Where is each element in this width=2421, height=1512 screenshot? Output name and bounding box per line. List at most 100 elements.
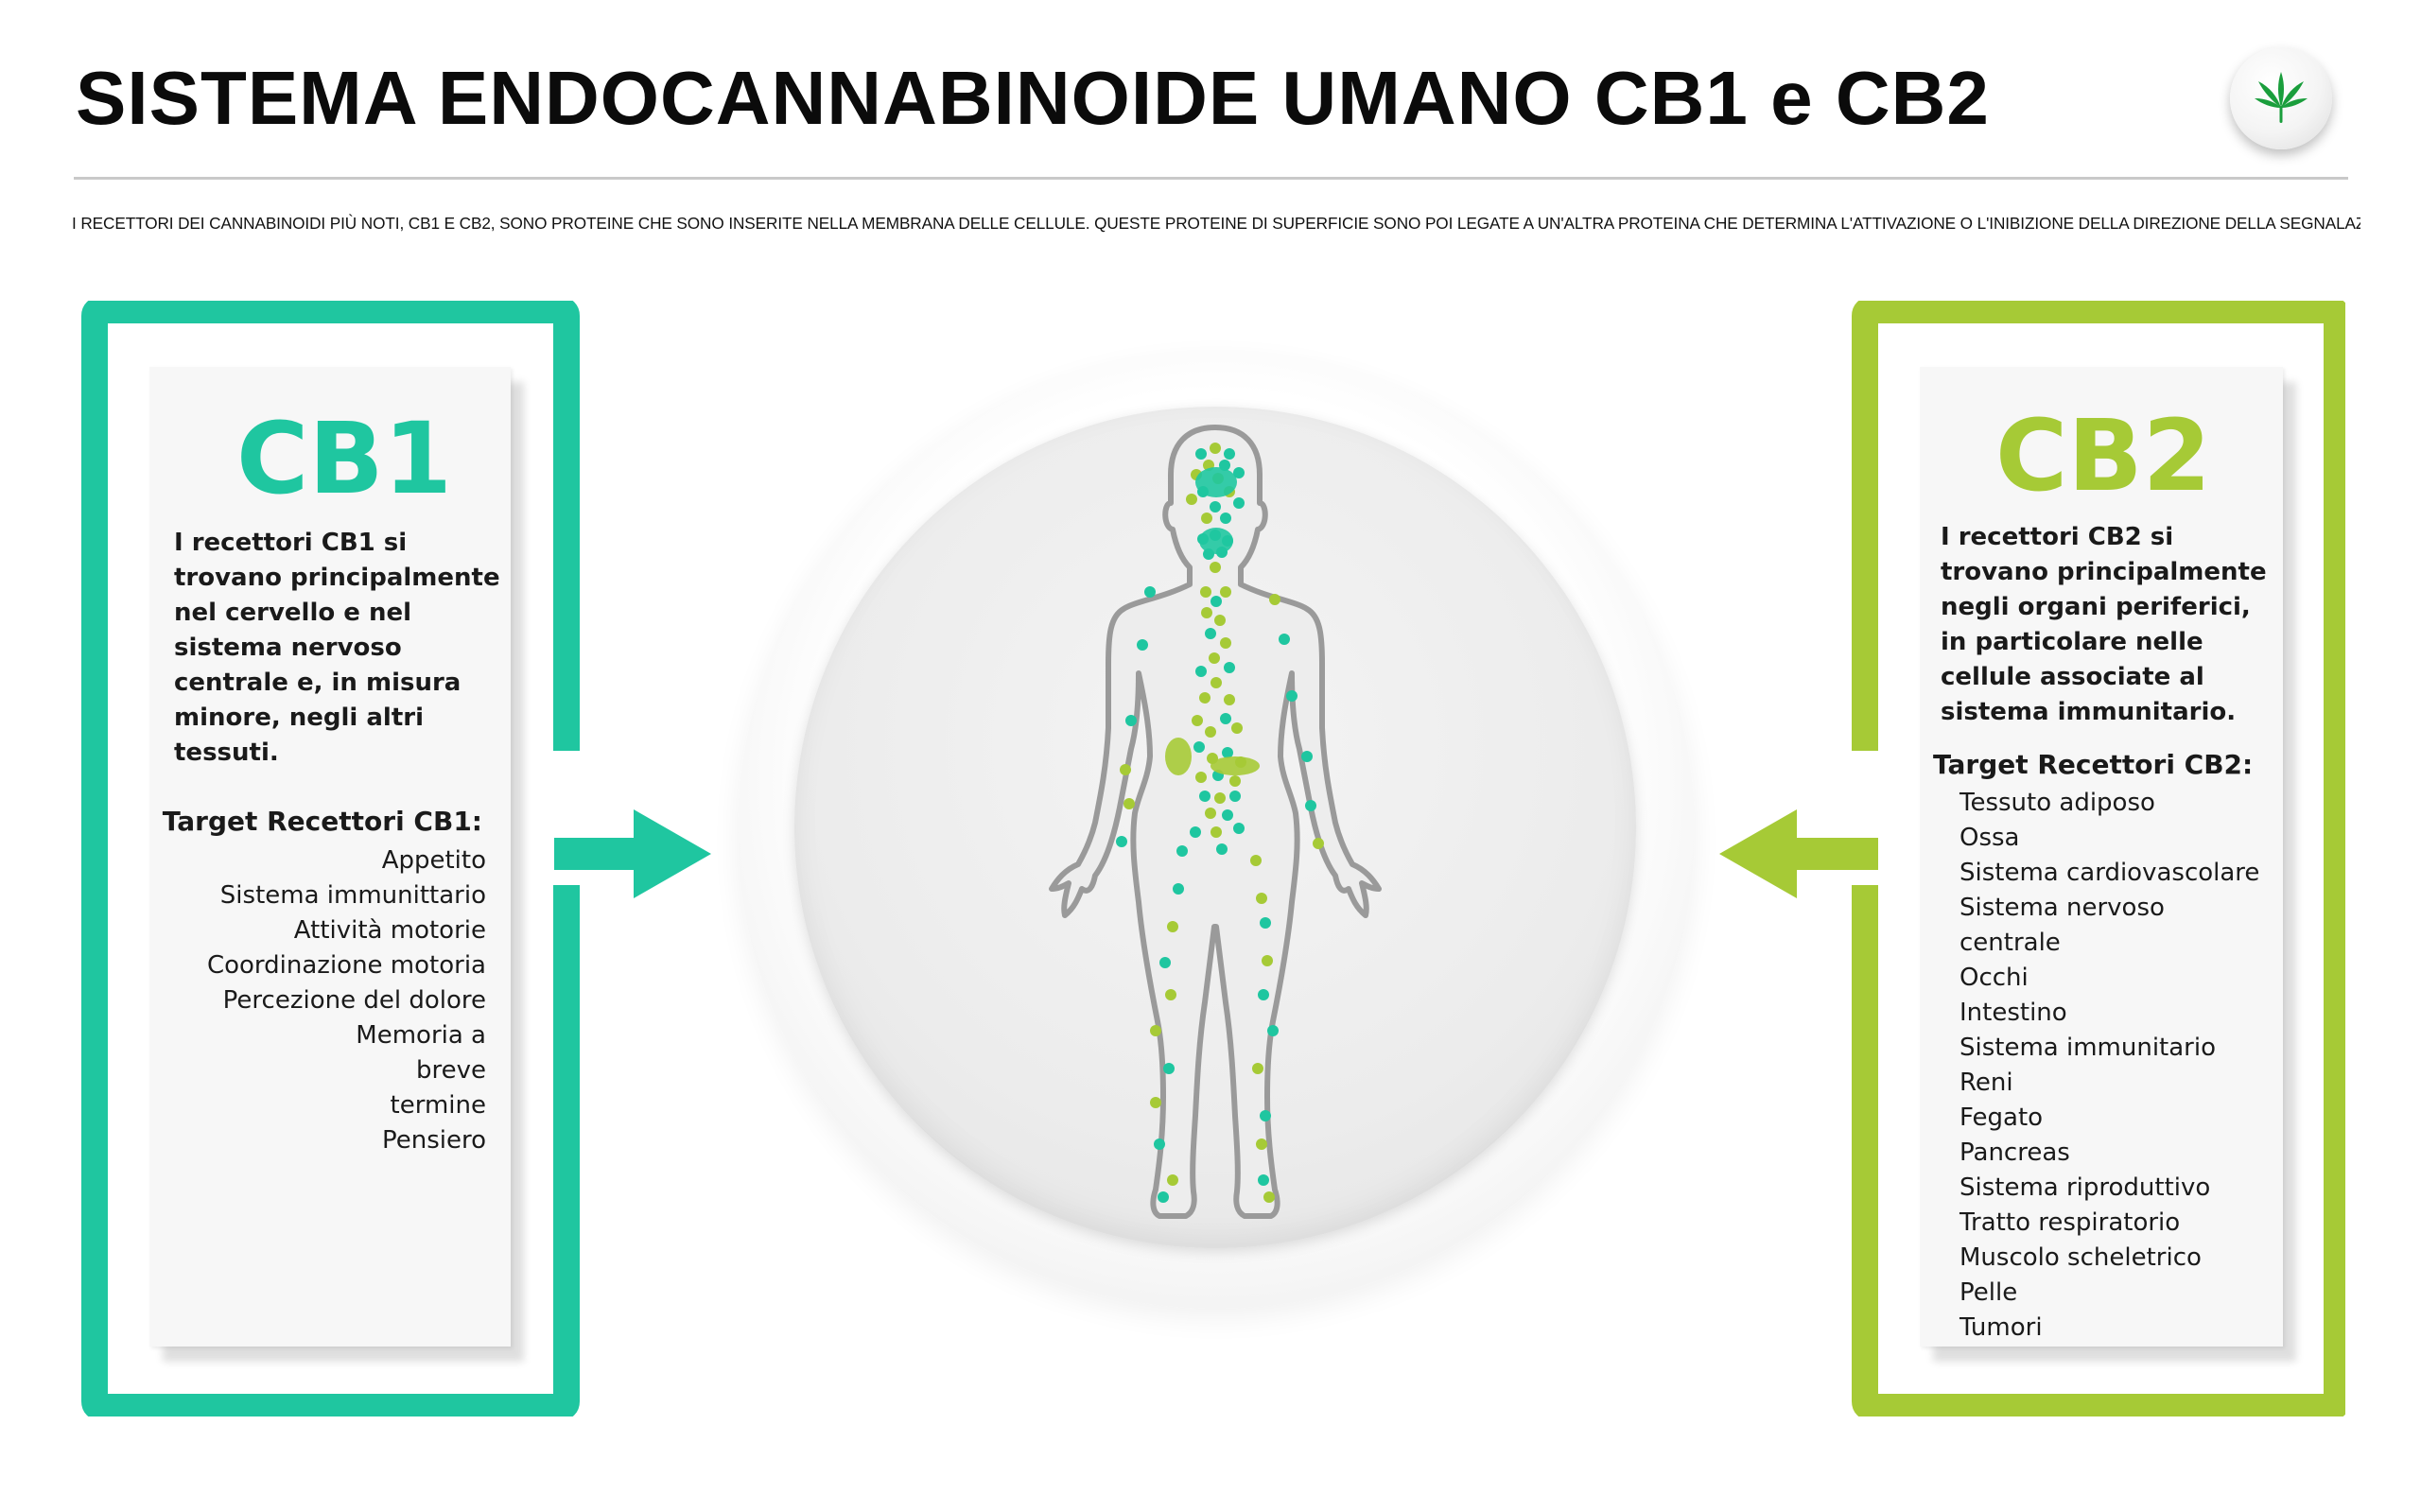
cb2-receptor-dot [1123, 798, 1135, 809]
cb1-receptor-dot [1116, 836, 1127, 847]
cb1-receptor-dot [1301, 751, 1313, 762]
cb1-receptor-dot [1154, 1138, 1165, 1150]
cb2-receptor-dot [1231, 722, 1243, 734]
cb2-receptor-dot [1210, 562, 1221, 573]
cb1-arrow [554, 809, 711, 898]
title-divider [74, 177, 2348, 180]
human-body-icon [1049, 425, 1382, 1219]
list-item: Tratto respiratorio [1959, 1208, 2181, 1237]
cb2-receptor-dot [1199, 692, 1210, 704]
liver-blob [1165, 738, 1192, 775]
cb2-card: CB2 I recettori CB2 si trovano principal… [1920, 367, 2283, 1347]
cb1-receptor-dot [1210, 596, 1222, 607]
cb2-receptor-dot [1150, 1097, 1161, 1108]
list-item: Sistema cardiovascolare [1959, 859, 2260, 887]
cb1-receptor-dot [1224, 662, 1235, 673]
cb1-receptor-dot [1137, 639, 1148, 651]
list-item: Memoria a breve termine [356, 1021, 486, 1120]
list-item: Sistema riproduttivo [1959, 1173, 2211, 1202]
cb2-receptor-dot [1192, 715, 1203, 726]
cb1-receptor-dot [1286, 690, 1298, 702]
cb1-receptor-dot [1125, 715, 1137, 726]
cb1-receptor-dot [1220, 713, 1231, 724]
cb2-receptor-dot [1150, 1025, 1161, 1036]
list-item: Occhi [1959, 964, 2029, 992]
cb1-receptor-dot [1233, 467, 1245, 478]
page-title: SISTEMA ENDOCANNABINOIDE UMANO CB1 e CB2 [76, 56, 1990, 140]
cb1-card: CB1 I recettori CB1 si trovano principal… [149, 367, 511, 1347]
cb1-target-title: Target Recettori CB1: [162, 806, 482, 837]
cb2-receptor-dot [1256, 1138, 1267, 1150]
cb1-receptor-dot [1258, 989, 1269, 1000]
cb1-receptor-dot [1222, 747, 1233, 758]
cb1-receptor-dot [1216, 843, 1228, 855]
cb2-receptor-dot [1229, 775, 1241, 787]
cb2-title: CB2 [1995, 398, 2211, 513]
cb1-receptor-dot [1305, 800, 1316, 811]
cb2-receptor-dot [1214, 615, 1226, 626]
cb1-receptor-dot [1229, 791, 1241, 802]
cb2-receptor-dot [1195, 772, 1207, 783]
list-item: Pelle [1959, 1278, 2018, 1307]
cb1-frame [81, 301, 715, 1416]
cb1-receptor-dot [1222, 809, 1233, 821]
cb2-receptor-dot [1165, 989, 1176, 1000]
cb2-description: I recettori CB2 si trovano principalment… [1941, 523, 2267, 726]
cb1-title: CB1 [236, 401, 452, 516]
cb1-receptor-dot [1220, 513, 1231, 524]
cb2-receptor-dot [1186, 494, 1197, 505]
brain-cluster [1195, 467, 1237, 497]
list-item: Appetito [381, 846, 486, 875]
cb1-receptor-dot [1163, 1063, 1175, 1074]
cb2-receptor-dot [1200, 586, 1211, 598]
list-item: Attività motorie [293, 916, 486, 945]
list-item: Fegato [1959, 1104, 2044, 1132]
list-item: Intestino [1959, 999, 2067, 1027]
cb1-receptor-dot [1233, 497, 1245, 509]
throat-cluster [1199, 528, 1233, 554]
cb1-receptor-dot [1260, 1110, 1271, 1121]
list-item: Ossa [1959, 824, 2020, 852]
cb2-receptor-dot [1201, 513, 1212, 524]
list-item: Coordinazione motoria [206, 951, 486, 980]
cb1-receptor-dot [1267, 1025, 1279, 1036]
cb2-frame [1712, 301, 2345, 1416]
cb2-arrow [1719, 809, 1878, 898]
cb2-receptor-dot [1313, 838, 1324, 849]
cb1-receptor-dot [1159, 957, 1171, 968]
cb2-receptor-dot [1269, 594, 1280, 605]
list-item: Tumori [1959, 1313, 2043, 1342]
cb2-receptor-dot [1210, 677, 1222, 688]
cb1-receptor-dot [1195, 448, 1207, 460]
cb1-receptor-dot [1199, 791, 1210, 802]
cb1-receptor-dot [1144, 586, 1156, 598]
cb2-receptor-dot [1205, 808, 1216, 819]
cb1-receptor-dot [1193, 741, 1205, 753]
cannabis-leaf-icon [2255, 72, 2308, 123]
cb1-receptor-dot [1190, 826, 1201, 838]
cb1-receptor-dot [1195, 666, 1207, 677]
list-item: Sistema immunittario [219, 881, 486, 910]
cb2-target-title: Target Recettori CB2: [1933, 749, 2254, 780]
cb2-receptor-dot [1262, 955, 1273, 966]
cb1-receptor-dot [1233, 823, 1245, 834]
cb2-receptor-dot [1224, 694, 1235, 705]
list-item: Tessuto adiposo [1959, 789, 2155, 817]
receptor-dots [1116, 443, 1324, 1203]
cb1-receptor-dot [1158, 1191, 1169, 1203]
cb2-receptor-dot [1210, 826, 1222, 838]
cb2-receptor-dot [1120, 764, 1131, 775]
cb1-receptor-dot [1176, 845, 1188, 857]
cb2-receptor-dot [1220, 586, 1231, 598]
cb2-receptor-dot [1210, 443, 1221, 454]
cb1-receptor-dot [1279, 634, 1290, 645]
cb1-target-list: Appetito Sistema immunittario Attività m… [165, 843, 486, 1158]
stomach-blob [1210, 756, 1260, 775]
cb2-receptor-dot [1167, 1174, 1178, 1186]
cb2-receptor-dot [1220, 637, 1231, 649]
cb2-receptor-dot [1250, 855, 1262, 866]
cb2-receptor-dot [1167, 921, 1178, 932]
list-item: Sistema immunitario [1959, 1034, 2216, 1062]
cb2-receptor-dot [1263, 1191, 1275, 1203]
cb1-receptor-dot [1260, 917, 1271, 929]
